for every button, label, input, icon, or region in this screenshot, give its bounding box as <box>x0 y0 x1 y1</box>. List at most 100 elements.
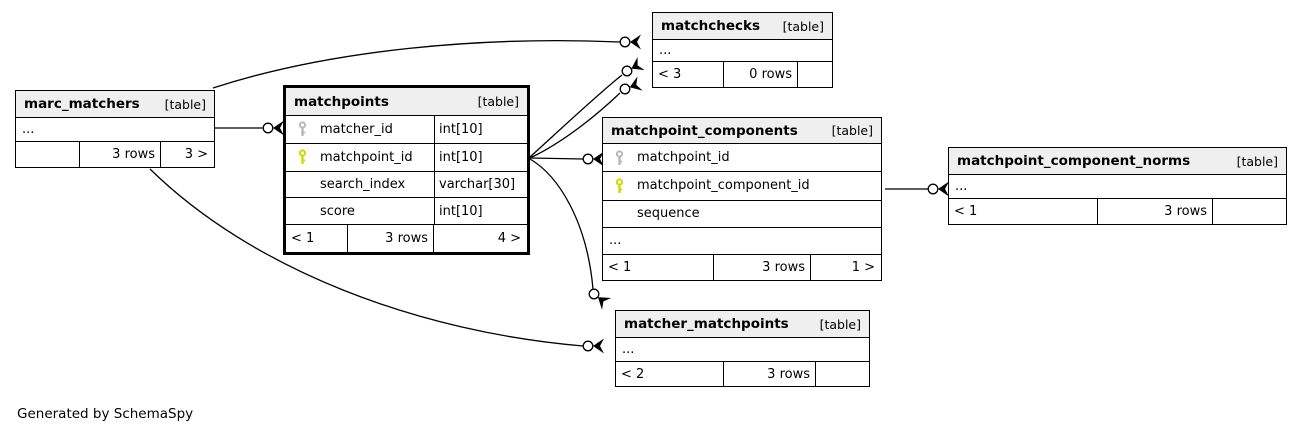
relationship-edge <box>529 158 612 310</box>
table-type-tag: [table] <box>831 123 873 138</box>
column-name-cell: search_index <box>286 172 434 198</box>
column-label: ... <box>622 342 635 357</box>
table-matchpoint_components[interactable]: matchpoint_components [table] matchpoint… <box>602 117 882 281</box>
table-name: matcher_matchpoints <box>624 316 789 332</box>
zero-or-circle-icon <box>582 153 594 165</box>
column-type: int[10] <box>434 116 527 143</box>
table-footer: < 3 0 rows <box>653 62 832 87</box>
primary-key-icon <box>298 149 306 165</box>
footer-children <box>816 362 869 386</box>
zero-or-circle-icon <box>262 122 274 134</box>
relationship-edge <box>529 151 604 167</box>
footer-parents: < 2 <box>616 362 724 386</box>
table-header[interactable]: matchchecks [table] <box>653 13 832 40</box>
hidden-columns-row: ... <box>16 118 214 142</box>
primary-key-icon <box>615 178 623 193</box>
table-name: matchpoint_component_norms <box>957 153 1191 169</box>
column-name-cell: ... <box>16 118 214 141</box>
column-row-score[interactable]: score int[10] <box>286 198 527 225</box>
footer-parents: < 1 <box>949 199 1098 224</box>
column-row-matcher_id[interactable]: matcher_id int[10] <box>286 116 527 144</box>
footer-rowcount: 3 rows <box>348 225 434 252</box>
column-name-cell: ... <box>603 228 881 254</box>
relationship-edge <box>885 181 949 197</box>
footer-rowcount: 3 rows <box>80 142 161 167</box>
table-type-tag: [table] <box>819 316 861 332</box>
table-footer: < 1 3 rows 4 > <box>286 225 527 252</box>
key-icon-slot <box>609 178 629 194</box>
column-name-cell: ... <box>949 175 1286 198</box>
column-label: matcher_id <box>320 121 393 137</box>
table-footer: < 2 3 rows <box>616 362 869 386</box>
column-name-cell: matcher_id <box>286 116 434 143</box>
column-name-cell: matchpoint_id <box>603 144 881 171</box>
column-row-matchpoint_id[interactable]: matchpoint_id int[10] <box>286 143 527 172</box>
table-header[interactable]: matchpoint_components [table] <box>603 118 881 144</box>
column-row-matchpoint_id[interactable]: matchpoint_id <box>603 144 881 173</box>
relationship-edge <box>529 56 645 158</box>
column-row-sequence[interactable]: sequence <box>603 201 881 228</box>
zero-or-circle-icon <box>588 288 600 300</box>
column-name-cell: matchpoint_component_id <box>603 172 881 199</box>
relationship-edge <box>529 76 643 159</box>
footer-parents: < 1 <box>603 255 714 280</box>
table-matchpoint_component_norms[interactable]: matchpoint_component_norms [table] ... <… <box>948 147 1287 225</box>
column-label: search_index <box>320 176 406 192</box>
column-row-matchpoint_component_id[interactable]: matchpoint_component_id <box>603 172 881 201</box>
column-type: int[10] <box>434 198 527 224</box>
column-label: score <box>320 203 355 219</box>
footer-parents <box>16 142 80 167</box>
table-matcher_matchpoints[interactable]: matcher_matchpoints [table] ... < 2 3 ro… <box>615 310 870 387</box>
key-icon-slot <box>292 149 312 165</box>
footer-rowcount: 3 rows <box>1098 199 1213 224</box>
footer-children <box>1213 199 1286 224</box>
footer-rowcount: 3 rows <box>714 255 811 280</box>
table-marc_matchers[interactable]: marc_matchers [table] ... 3 rows 3 > <box>15 90 215 168</box>
foreign-key-icon <box>298 121 306 137</box>
footer-parents: < 1 <box>286 225 348 252</box>
table-footer: < 1 3 rows <box>949 199 1286 224</box>
table-header[interactable]: marc_matchers [table] <box>16 91 214 118</box>
zero-or-circle-icon <box>582 340 594 352</box>
table-name: marc_matchers <box>24 96 140 112</box>
hidden-columns-row: ... <box>603 228 881 255</box>
column-name-cell: sequence <box>603 201 881 227</box>
generated-by-caption: Generated by SchemaSpy <box>17 406 194 422</box>
column-type: varchar[30] <box>434 171 527 198</box>
footer-children <box>798 62 832 87</box>
table-header[interactable]: matchpoints [table] <box>286 88 527 116</box>
crow-foot-arrow-icon <box>593 338 604 354</box>
crow-foot-arrow-icon <box>593 151 604 167</box>
footer-children: 1 > <box>851 260 875 275</box>
table-type-tag: [table] <box>1236 153 1278 169</box>
table-type-tag: [table] <box>477 94 519 109</box>
column-row-search_index[interactable]: search_index varchar[30] <box>286 171 527 199</box>
hidden-columns-row: ... <box>949 175 1286 199</box>
column-label: sequence <box>637 206 700 222</box>
column-type: int[10] <box>434 143 527 171</box>
zero-or-circle-icon <box>619 36 631 48</box>
relationship-edge <box>215 120 284 136</box>
table-header[interactable]: matchpoint_component_norms [table] <box>949 148 1286 175</box>
column-label: ... <box>22 122 35 137</box>
footer-rowcount: 3 rows <box>724 362 816 386</box>
column-label: ... <box>955 179 968 194</box>
zero-or-circle-icon <box>619 83 631 95</box>
relationship-edge <box>149 168 604 354</box>
crow-foot-arrow-icon <box>629 76 643 91</box>
column-label: matchpoint_component_id <box>637 178 810 194</box>
column-name-cell: matchpoint_id <box>286 144 434 171</box>
table-matchchecks[interactable]: matchchecks [table] ... < 3 0 rows <box>652 12 833 88</box>
footer-rowcount: 0 rows <box>724 62 798 87</box>
table-name: matchchecks <box>661 18 761 34</box>
footer-children: 4 > <box>497 231 521 246</box>
footer-children: 3 > <box>184 147 208 162</box>
table-header[interactable]: matcher_matchpoints [table] <box>616 311 869 338</box>
zero-or-circle-icon <box>621 65 633 77</box>
column-label: matchpoint_id <box>320 149 413 165</box>
relationship-edge <box>212 34 641 89</box>
key-icon-slot <box>292 121 312 137</box>
hidden-columns-row: ... <box>653 40 832 62</box>
